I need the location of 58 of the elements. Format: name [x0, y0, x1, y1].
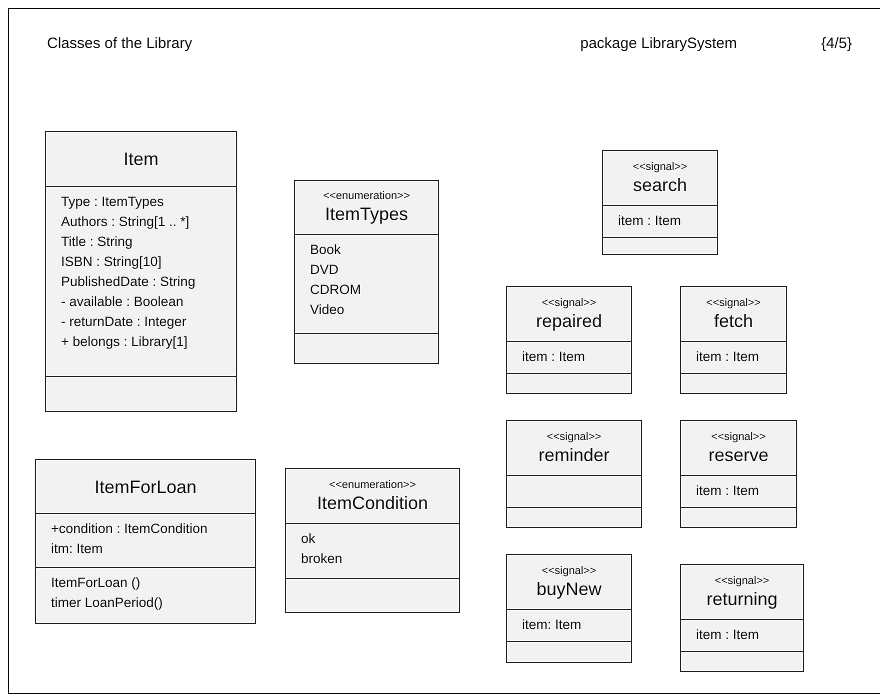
stereotype-label: <<signal>>: [546, 430, 602, 444]
attribute-text: PublishedDate : String: [61, 274, 196, 290]
attribute-text: CDROM: [310, 282, 361, 298]
stereotype-label: <<enumeration>>: [329, 478, 416, 492]
attribute-text: DVD: [310, 262, 339, 278]
class-name: ItemForLoan: [94, 476, 197, 498]
class-name: search: [632, 174, 688, 196]
attribute-text: Title : String: [61, 234, 133, 250]
class-box: [680, 564, 804, 672]
class-box: [506, 420, 642, 528]
package-label: package LibrarySystem: [580, 35, 737, 52]
class-box: [506, 286, 632, 394]
class-name: buyNew: [536, 578, 602, 600]
stereotype-label: <<signal>>: [542, 296, 596, 310]
attribute-text: item : Item: [696, 627, 760, 643]
class-name: reserve: [708, 444, 769, 466]
class-box: [294, 180, 439, 364]
stereotype-label: <<signal>>: [714, 574, 770, 588]
class-box: [35, 459, 256, 624]
attribute-text: Type : ItemTypes: [61, 194, 164, 210]
package-label: {4/5}: [821, 35, 852, 52]
attribute-text: - returnDate : Integer: [61, 314, 186, 330]
attribute-text: - available : Boolean: [61, 294, 184, 310]
attribute-text: +condition : ItemCondition: [51, 521, 208, 537]
attribute-text: item : Item: [696, 483, 760, 499]
class-box: [45, 131, 237, 412]
class-box: [680, 286, 787, 394]
class-name: Item: [123, 148, 158, 170]
class-box: [285, 468, 460, 613]
class-name: ItemCondition: [316, 492, 428, 514]
class-name: ItemTypes: [324, 203, 408, 225]
attribute-text: + belongs : Library[1]: [61, 334, 188, 350]
class-box: [602, 150, 718, 255]
attribute-text: ISBN : String[10]: [61, 254, 162, 270]
operation-text: ItemForLoan (): [51, 575, 140, 591]
attribute-text: broken: [301, 551, 342, 567]
class-name: returning: [706, 588, 778, 610]
stereotype-label: <<signal>>: [711, 430, 766, 444]
attribute-text: item : Item: [522, 349, 586, 365]
attribute-text: ok: [301, 531, 316, 547]
attribute-text: Authors : String[1 .. *]: [61, 214, 190, 230]
class-box: [680, 420, 797, 528]
stereotype-label: <<signal>>: [542, 564, 596, 578]
attribute-text: Video: [310, 302, 344, 318]
attribute-text: itm: Item: [51, 541, 103, 557]
class-box: [506, 554, 632, 663]
stereotype-label: <<signal>>: [632, 160, 688, 174]
class-name: fetch: [714, 310, 754, 332]
attribute-text: Book: [310, 242, 341, 258]
class-name: reminder: [538, 444, 610, 466]
attribute-text: item : Item: [696, 349, 760, 365]
attribute-text: item : Item: [618, 213, 682, 229]
attribute-text: item: Item: [522, 617, 582, 633]
stereotype-label: <<enumeration>>: [323, 190, 410, 203]
class-name: repaired: [536, 310, 602, 332]
stereotype-label: <<signal>>: [706, 296, 761, 310]
operation-text: timer LoanPeriod(): [51, 595, 163, 611]
diagram-title: Classes of the Library: [47, 35, 192, 52]
